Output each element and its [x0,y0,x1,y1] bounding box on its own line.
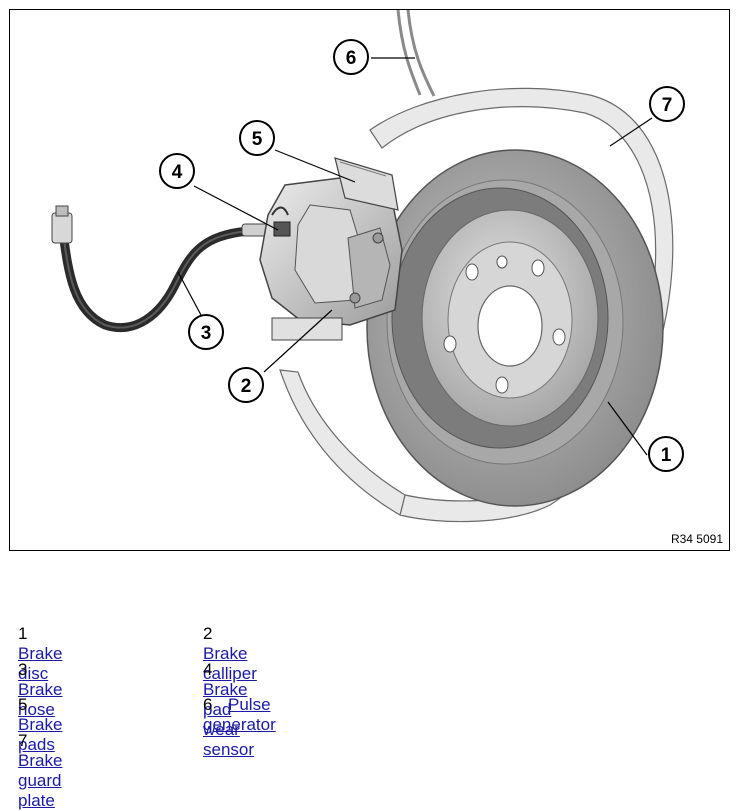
svg-text:5: 5 [252,129,263,150]
link-brake-pad-wear-sensor[interactable]: Brake pad wear sensor [203,679,255,759]
legend-number: 6 [203,695,213,714]
wheel-hub [391,187,609,449]
callout-6: 6 [333,39,369,75]
link-brake-pads[interactable]: Brake pads [18,715,63,754]
brake-guard-plate [279,87,674,523]
legend-number: 4 [203,659,213,679]
callout-7: 7 [649,86,685,122]
brake-illustration: 1 2 3 4 5 6 7 [51,10,685,523]
brake-hose [51,205,283,333]
brake-diagram: 1 2 3 4 5 6 7 R34 5091 [9,9,730,551]
svg-text:7: 7 [662,95,673,116]
svg-text:4: 4 [172,162,183,183]
svg-text:1: 1 [661,445,672,466]
legend-number: 7 [18,730,28,750]
legend-item: 3Brake hose [18,660,62,720]
callout-leaders [177,57,653,456]
callout-4: 4 [159,153,195,189]
brake-pads [334,157,399,211]
link-brake-calliper[interactable]: Brake calliper [203,644,257,683]
brake-pad-wear-sensor [271,206,291,237]
callout-5: 5 [239,120,275,156]
svg-text:2: 2 [241,376,252,397]
brake-calliper [259,177,403,341]
svg-text:6: 6 [346,48,357,69]
link-brake-guard-plate[interactable]: Brake guard plate [18,750,63,810]
legend-number: 5 [18,695,28,714]
legend-item: 5Brake pads [18,695,62,755]
link-brake-disc[interactable]: Brake disc [18,644,63,683]
callout-3: 3 [188,314,224,350]
figure-code: R34 5091 [670,532,723,546]
legend-number: 2 [203,624,213,643]
link-pulse-generator[interactable]: Pulse generator [203,695,276,734]
legend-item: 4Brake pad wear sensor [203,660,254,760]
callout-2: 2 [228,367,264,403]
legend-item: 7Brake guard plate [18,731,62,811]
legend-number: 1 [18,624,28,643]
pulse-generator-cable [396,10,436,97]
link-brake-hose[interactable]: Brake hose [18,679,63,719]
legend-item: 2Brake calliper [203,624,257,684]
legend-number: 3 [18,659,28,679]
svg-text:3: 3 [201,323,212,344]
callout-1: 1 [648,436,684,472]
legend-item: 1Brake disc [18,624,62,684]
